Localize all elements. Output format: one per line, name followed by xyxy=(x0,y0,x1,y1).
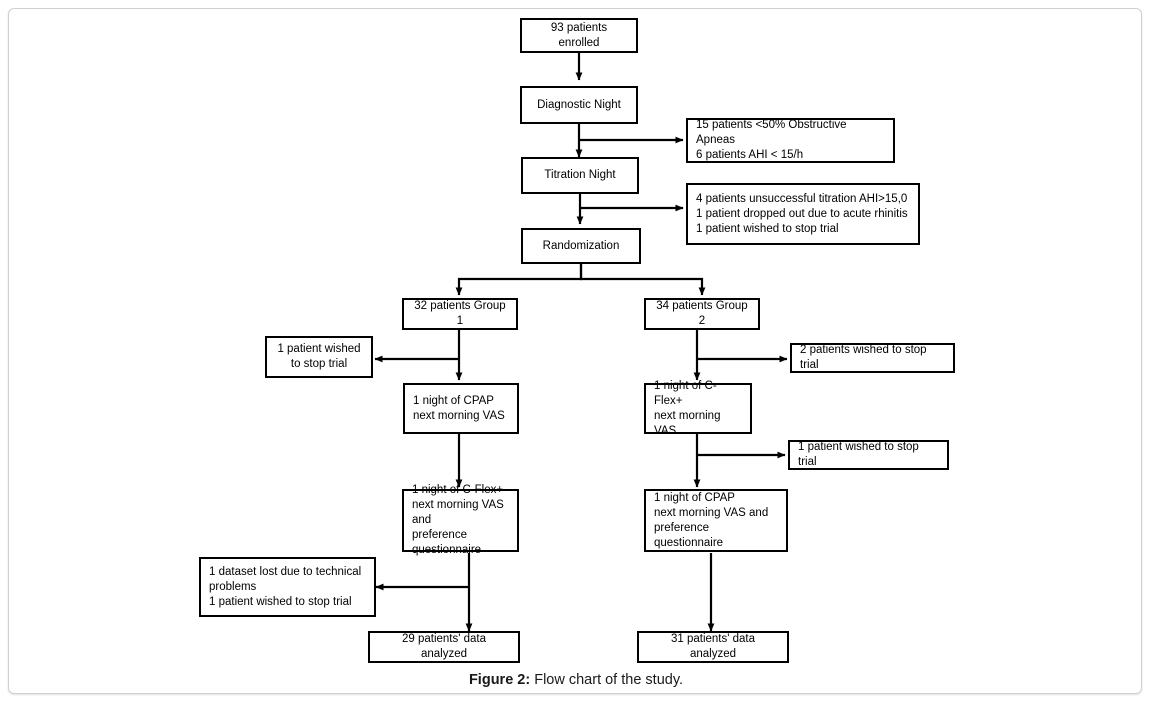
node-dropout-group1-second: 1 dataset lost due to technical problems… xyxy=(199,557,376,617)
figure-caption-label: Figure 2: xyxy=(468,672,531,688)
node-enrolled: 93 patients enrolled xyxy=(520,18,638,53)
node-group2-analyzed: 31 patients' data analyzed xyxy=(637,631,789,663)
edge-randomization-group2 xyxy=(579,264,706,296)
figure-caption-text: Flow chart of the study. xyxy=(530,672,684,688)
node-randomization: Randomization xyxy=(521,228,641,264)
node-exclusion-titration: 4 patients unsuccessful titration AHI>15… xyxy=(686,183,920,245)
node-dropout-group2-first: 2 patients wished to stop trial xyxy=(790,343,955,373)
node-group-1: 32 patients Group 1 xyxy=(402,298,518,330)
node-titration-night: Titration Night xyxy=(521,157,639,194)
node-group1-night2: 1 night of C-Flex+ next morning VAS and … xyxy=(402,484,519,556)
node-dropout-group1-first: 1 patient wished to stop trial xyxy=(265,336,373,378)
node-group2-night2: 1 night of CPAP next morning VAS and pre… xyxy=(644,489,788,552)
node-group1-night1: 1 night of CPAP next morning VAS xyxy=(403,383,519,434)
edge-randomization-group1 xyxy=(455,264,583,296)
node-exclusion-diagnostic: 15 patients <50% Obstructive Apneas 6 pa… xyxy=(686,118,895,163)
figure-caption: Figure 2: Flow chart of the study. xyxy=(0,672,1152,688)
node-group2-night1: 1 night of C-Flex+ next morning VAS xyxy=(644,380,752,437)
node-group-2: 34 patients Group 2 xyxy=(644,298,760,330)
node-group1-analyzed: 29 patients' data analyzed xyxy=(368,631,520,663)
node-dropout-group2-second: 1 patient wished to stop trial xyxy=(788,440,949,470)
node-diagnostic-night: Diagnostic Night xyxy=(520,86,638,124)
